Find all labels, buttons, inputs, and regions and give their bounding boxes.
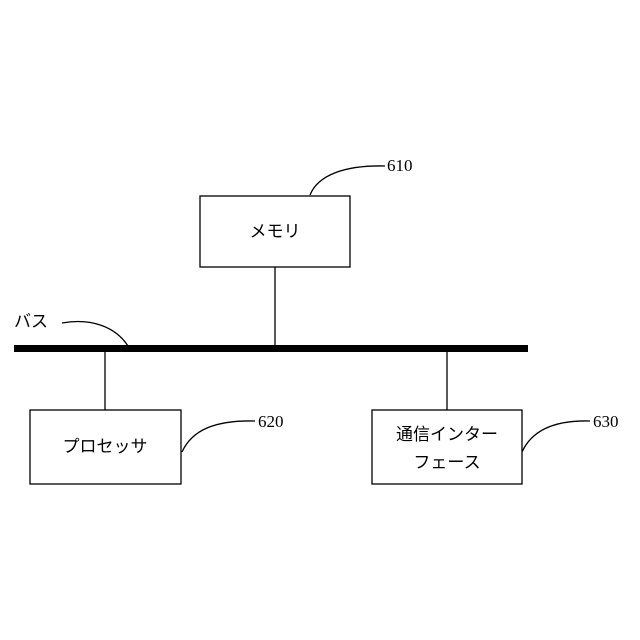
bus-line (14, 345, 528, 352)
bus-label: バス (14, 312, 48, 332)
comm-interface-label-line2: フェース (413, 453, 480, 473)
comm-interface-ref-number: 630 (593, 412, 619, 431)
memory-ref-leader (310, 166, 385, 195)
processor-ref-number: 620 (258, 412, 284, 431)
processor-label: プロセッサ (63, 437, 148, 457)
processor-ref-leader (182, 421, 255, 452)
memory-ref-number: 610 (387, 156, 413, 175)
bus-leader-line (62, 322, 128, 346)
comm-interface-ref-leader (522, 421, 590, 452)
memory-label: メモリ (250, 222, 301, 242)
comm-interface-label-line1: 通信インター (396, 425, 498, 445)
